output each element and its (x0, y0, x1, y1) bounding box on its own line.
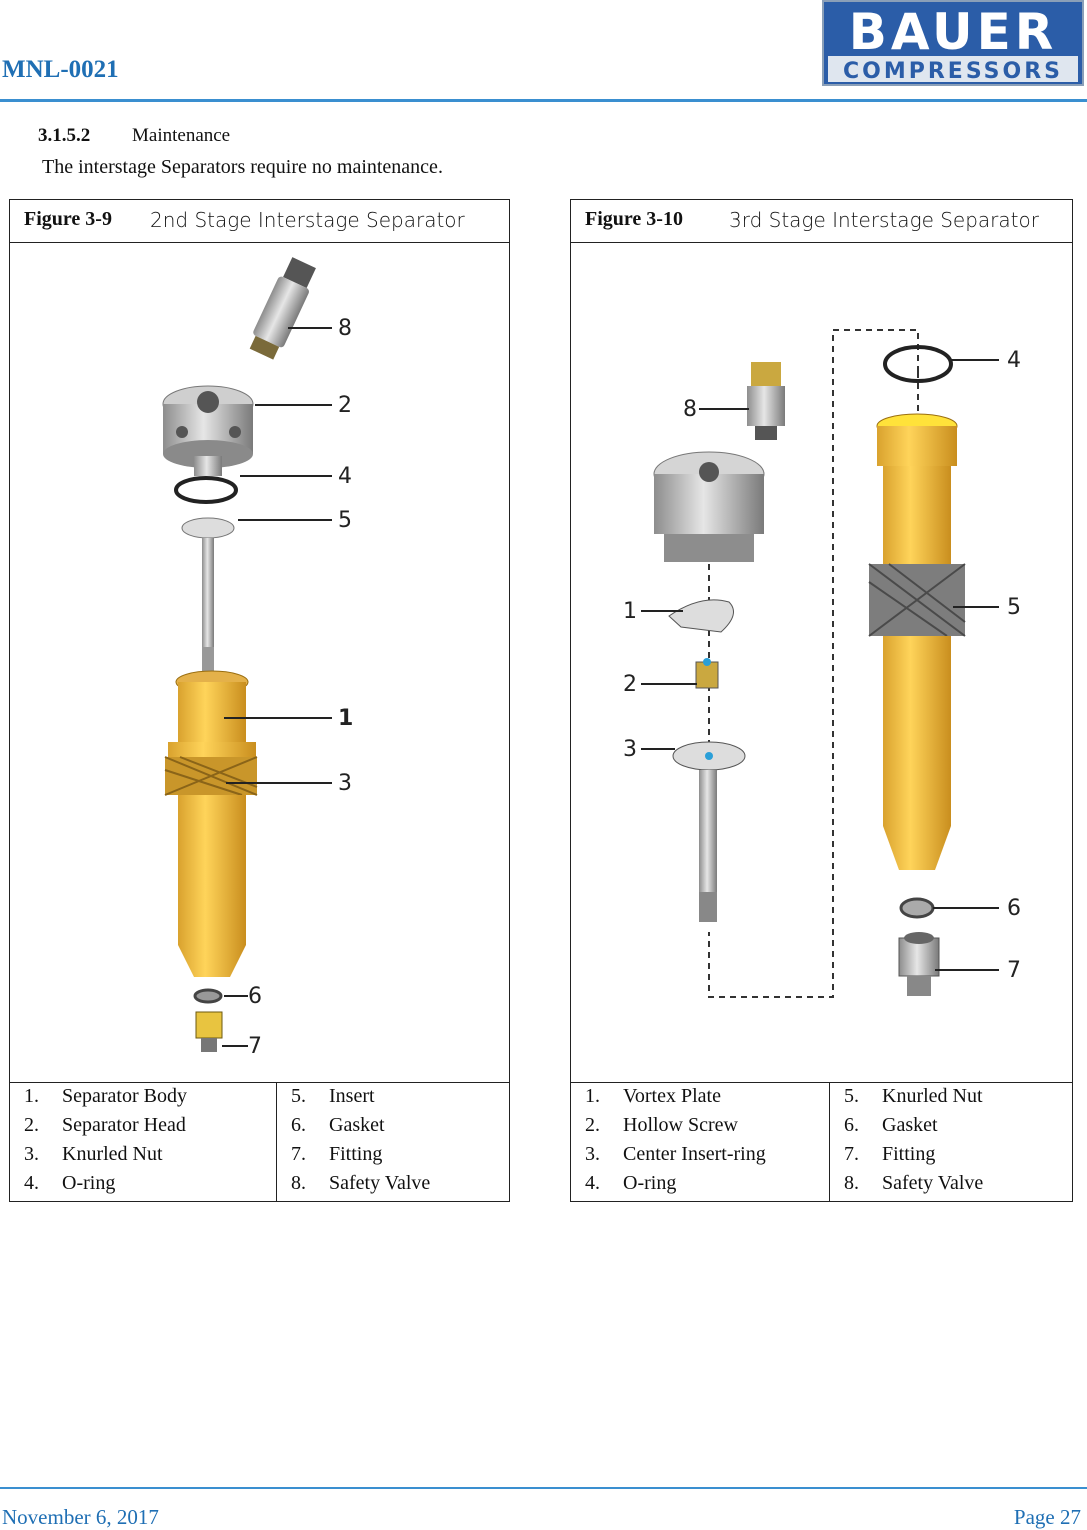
callout-label: 4 (338, 464, 352, 489)
separator-body-part (164, 670, 258, 977)
callout-label: 3 (623, 737, 637, 762)
figure-label: Figure 3-9 (24, 208, 112, 230)
figure-3-9: Figure 3-9 2nd Stage Interstage Separato… (9, 199, 510, 1202)
parts-legend: 1.Separator Body 2.Separator Head 3.Knur… (10, 1082, 509, 1201)
callout-label: 5 (1007, 595, 1021, 620)
footer-rule (0, 1487, 1087, 1489)
fitting-part (898, 932, 940, 996)
section-text: The interstage Separators require no mai… (42, 156, 443, 178)
separator-2nd-stage-diagram: 8 2 4 5 1 3 6 7 (162, 257, 353, 1059)
figure-caption: 2nd Stage Interstage Separator (150, 208, 465, 232)
center-insert-ring-part (672, 741, 746, 922)
legend-item: 4.O-ring (585, 1172, 677, 1194)
page-number: Page 27 (1013, 1505, 1081, 1529)
bauer-compressors-logo: BAUER COMPRESSORS (822, 0, 1084, 86)
document-code: MNL-0021 (2, 56, 119, 83)
figure-label: Figure 3-10 (585, 208, 683, 230)
safety-valve-part (249, 257, 316, 360)
figure-caption: 3rd Stage Interstage Separator (729, 208, 1039, 232)
callout-label: 1 (338, 706, 353, 731)
svg-text:COMPRESSORS: COMPRESSORS (843, 59, 1063, 84)
callout-label: 3 (338, 771, 352, 796)
legend-item: 8.Safety Valve (844, 1172, 984, 1194)
legend-item: 1.Vortex Plate (585, 1085, 721, 1107)
section-title: Maintenance (132, 125, 231, 146)
svg-text:BAUER: BAUER (849, 3, 1058, 61)
o-ring-part (883, 345, 953, 383)
legend-item: 1.Separator Body (24, 1085, 187, 1107)
callout-label: 5 (338, 508, 352, 533)
parts-legend: 1.Vortex Plate 2.Hollow Screw 3.Center I… (571, 1082, 1072, 1201)
callout-label: 2 (623, 672, 637, 697)
separator-body-part (868, 413, 966, 870)
callout-label: 1 (623, 599, 637, 624)
legend-item: 2.Hollow Screw (585, 1114, 738, 1136)
callout-label: 4 (1007, 348, 1021, 373)
callout-label: 2 (338, 393, 352, 418)
callout-label: 6 (248, 984, 262, 1009)
legend-item: 3.Center Insert-ring (585, 1143, 766, 1165)
callout-label: 8 (338, 316, 352, 341)
vortex-plate-part (668, 599, 734, 633)
legend-item: 7.Fitting (844, 1143, 936, 1165)
gasket-part (899, 897, 935, 919)
callout-label: 8 (683, 397, 697, 422)
insert-part (181, 517, 235, 679)
o-ring-part (174, 476, 238, 504)
legend-item: 5.Knurled Nut (844, 1085, 983, 1107)
legend-item: 3.Knurled Nut (24, 1143, 163, 1165)
legend-item: 7.Fitting (291, 1143, 383, 1165)
gasket-part (193, 988, 223, 1004)
separator-3rd-stage-diagram: 4 8 5 1 2 3 6 7 (623, 329, 1021, 998)
separator-head-part (653, 451, 765, 562)
callout-label: 7 (1007, 958, 1021, 983)
separator-head-part (162, 385, 254, 476)
legend-item: 2.Separator Head (24, 1114, 186, 1136)
legend-item: 6.Gasket (844, 1114, 938, 1136)
legend-item: 4.O-ring (24, 1172, 116, 1194)
safety-valve-part (747, 362, 785, 440)
section-number: 3.1.5.2 (38, 125, 91, 146)
fitting-part (195, 1011, 223, 1052)
callout-label: 6 (1007, 896, 1021, 921)
hollow-screw-part (695, 658, 719, 689)
callout-label: 7 (248, 1034, 262, 1059)
legend-item: 8.Safety Valve (291, 1172, 431, 1194)
figure-title-bar: Figure 3-9 2nd Stage Interstage Separato… (10, 200, 509, 243)
figure-3-10: Figure 3-10 3rd Stage Interstage Separat… (570, 199, 1073, 1202)
header-rule (0, 99, 1087, 102)
legend-item: 5.Insert (291, 1085, 375, 1107)
legend-item: 6.Gasket (291, 1114, 385, 1136)
footer-date: November 6, 2017 (2, 1505, 159, 1529)
figure-title-bar: Figure 3-10 3rd Stage Interstage Separat… (571, 200, 1072, 243)
